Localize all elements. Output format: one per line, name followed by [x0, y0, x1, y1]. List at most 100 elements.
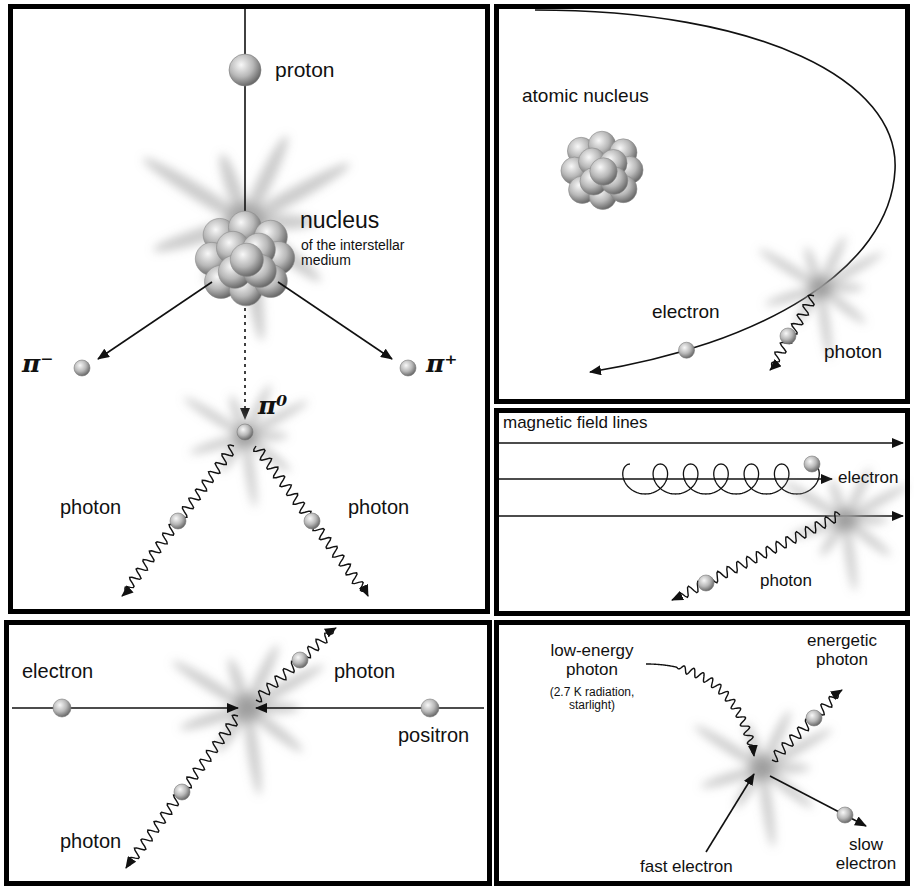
electron-track: [706, 774, 754, 852]
glow-ray: [808, 249, 885, 297]
electron-sphere: [53, 699, 71, 717]
photon-sphere: [292, 652, 308, 668]
label-holder: (2.7 K radiation, starlight): [538, 686, 646, 712]
energy-glow: [757, 234, 886, 360]
particle-label: photon: [348, 496, 409, 518]
process-panel: proton nucleus of the interstellar medium π…: [8, 4, 490, 614]
particle-label: photon: [824, 342, 882, 363]
particle-label: electron: [652, 302, 720, 323]
label-holder: π⁺: [426, 350, 458, 378]
photon-sphere: [304, 513, 320, 529]
pion-sphere: [237, 424, 253, 440]
particle-label: fast electron: [640, 858, 733, 877]
particle-label: photon: [334, 660, 395, 682]
particle-label: low-energy photon: [542, 642, 642, 679]
electron-track: [770, 776, 866, 826]
atomic-nucleus: [195, 211, 294, 306]
positron-sphere: [421, 699, 439, 717]
electron-helix: [623, 464, 820, 494]
particle-label: atomic nucleus: [522, 86, 649, 107]
photon-wave: [672, 512, 840, 600]
label-holder: photon: [60, 496, 121, 518]
electron-sphere: [679, 342, 695, 358]
particle-label: of the interstellar medium: [301, 238, 436, 269]
particle-label: positron: [398, 724, 469, 746]
pion-track: [278, 282, 392, 359]
energy-glow: [169, 642, 326, 796]
photon-sphere: [170, 513, 186, 529]
electron-track: [535, 10, 895, 372]
particle-symbol: π⁺: [426, 350, 458, 378]
label-holder: nucleus: [300, 208, 379, 233]
label-holder: π⁰: [258, 392, 287, 420]
proton-track: [244, 9, 246, 226]
photon-sphere: [806, 710, 822, 726]
neutral-pion-track: [244, 308, 246, 419]
particle-label: electron: [22, 660, 93, 682]
label-holder: photon: [348, 496, 409, 518]
label-holder: atomic nucleus: [522, 86, 649, 107]
label-holder: low-energy photon: [542, 642, 642, 679]
particle-label: (2.7 K radiation, starlight): [538, 686, 646, 712]
energy-glow: [182, 382, 311, 508]
photon-wave: [646, 664, 754, 756]
particle-label: slow electron: [830, 836, 902, 873]
particle-label: energetic photon: [797, 632, 887, 669]
glow-ray: [749, 725, 834, 778]
pion-track: [98, 282, 212, 359]
label-holder: of the interstellar medium: [301, 238, 436, 269]
label-holder: proton: [275, 58, 335, 81]
photon-wave: [256, 628, 336, 702]
photon-wave: [254, 446, 368, 596]
glow-ray: [833, 481, 910, 529]
label-holder: π⁻: [22, 350, 54, 378]
particle-label: magnetic field lines: [503, 414, 648, 433]
label-holder: photon: [824, 342, 882, 363]
photon-sphere: [174, 784, 190, 800]
particle-label: proton: [275, 58, 335, 81]
atomic-nucleus: [561, 131, 643, 209]
process-panel: electron photon positron photon: [4, 620, 492, 886]
field-line: [499, 442, 903, 444]
label-holder: photon: [60, 830, 121, 852]
label-holder: photon: [760, 572, 812, 591]
label-holder: electron: [838, 469, 898, 488]
label-holder: photon: [334, 660, 395, 682]
pion-sphere: [74, 360, 90, 376]
process-panel: magnetic field lines electron photon: [494, 408, 910, 616]
particle-symbol: π⁻: [22, 350, 54, 378]
nucleon-sphere: [590, 158, 617, 185]
particle-symbol: π⁰: [258, 392, 287, 420]
photon-sphere: [698, 575, 714, 591]
process-panel: atomic nucleus electron photon: [494, 4, 910, 404]
label-holder: slow electron: [830, 836, 902, 873]
glow-ray: [182, 394, 257, 446]
positron-track: [256, 707, 484, 709]
glow-ray: [233, 661, 327, 720]
electron-sphere: [804, 456, 820, 472]
photon-wave: [122, 445, 234, 596]
label-holder: fast electron: [640, 858, 733, 877]
photon-sphere: [780, 328, 796, 344]
particle-label: electron: [838, 469, 898, 488]
photon-wave: [772, 690, 842, 762]
label-holder: electron: [22, 660, 93, 682]
electron-track: [12, 707, 238, 709]
process-panel: low-energy photon (2.7 K radiation, starl…: [494, 620, 910, 886]
proton-sphere: [229, 54, 261, 86]
energy-glow: [692, 708, 835, 848]
photon-wave: [770, 295, 814, 370]
particle-label: photon: [60, 830, 121, 852]
pion-sphere: [400, 360, 416, 376]
field-line: [499, 478, 832, 480]
particle-label: nucleus: [300, 208, 379, 233]
label-holder: magnetic field lines: [503, 414, 648, 433]
nucleon-sphere: [230, 243, 263, 276]
label-holder: electron: [652, 302, 720, 323]
label-holder: energetic photon: [797, 632, 887, 669]
photon-wave: [126, 715, 238, 868]
particle-label: photon: [60, 496, 121, 518]
label-holder: positron: [398, 724, 469, 746]
